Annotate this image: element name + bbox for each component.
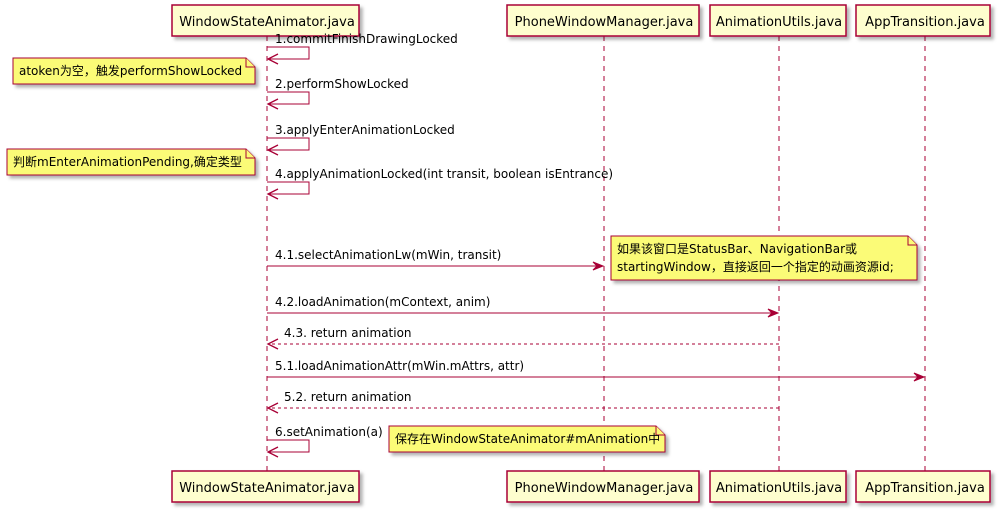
note-text: atoken为空，触发performShowLocked	[19, 63, 242, 78]
participant-label: WindowStateAnimator.java	[179, 481, 355, 496]
arrow-head	[266, 144, 279, 156]
participant-box	[506, 4, 700, 37]
note-box	[388, 425, 666, 453]
arrow-head	[266, 446, 279, 458]
participant-label: AnimationUtils.java	[716, 481, 842, 496]
message-label: 4.applyAnimationLocked(int transit, bool…	[275, 167, 613, 181]
arrow-head	[913, 372, 926, 382]
arrow-head	[266, 98, 279, 110]
arrow-head	[266, 402, 279, 414]
note-fold	[245, 149, 255, 159]
message-line	[267, 439, 310, 453]
note-box	[12, 57, 256, 85]
message-label: 6.setAnimation(a)	[275, 425, 383, 439]
note-text: 判断mEnterAnimationPending,确定类型	[13, 154, 242, 169]
arrow-head	[266, 338, 279, 350]
message-line	[267, 181, 310, 195]
note-fold	[907, 236, 917, 246]
participant-label: AnimationUtils.java	[716, 15, 842, 30]
participant-label: PhoneWindowManager.java	[515, 481, 694, 496]
arrow-head	[266, 53, 279, 65]
note-text: startingWindow，直接返回一个指定的动画资源id;	[617, 259, 894, 274]
message-label: 5.1.loadAnimationAttr(mWin.mAttrs, attr)	[275, 359, 524, 373]
arrow-head	[266, 188, 279, 200]
note-text: 保存在WindowStateAnimator#mAnimation中	[395, 431, 660, 446]
participant-label: AppTransition.java	[865, 15, 985, 30]
participant-box	[709, 4, 847, 37]
message-line	[267, 91, 310, 105]
note-box	[610, 235, 918, 281]
note-text: 如果该窗口是StatusBar、NavigationBar或	[617, 241, 857, 256]
participant-label: WindowStateAnimator.java	[179, 15, 355, 30]
participant-label: AppTransition.java	[865, 481, 985, 496]
arrow-head	[767, 308, 780, 318]
message-label: 4.2.loadAnimation(mContext, anim)	[275, 295, 490, 309]
message-label: 2.performShowLocked	[275, 77, 409, 91]
note-fold	[245, 58, 255, 68]
participant-box	[506, 470, 700, 503]
participant-box	[855, 470, 991, 503]
message-label: 1.commitFinishDrawingLocked	[275, 32, 458, 46]
message-label: 4.3. return animation	[284, 326, 412, 340]
message-label: 5.2. return animation	[284, 390, 412, 404]
message-line	[267, 137, 310, 151]
note-box	[6, 148, 256, 176]
arrow-head	[592, 261, 605, 271]
participant-box	[171, 4, 360, 37]
note-fold	[655, 426, 665, 436]
participant-label: PhoneWindowManager.java	[515, 15, 694, 30]
participant-box	[171, 470, 360, 503]
participant-box	[709, 470, 847, 503]
message-label: 4.1.selectAnimationLw(mWin, transit)	[275, 248, 501, 262]
participant-box	[855, 4, 991, 37]
message-label: 3.applyEnterAnimationLocked	[275, 123, 455, 137]
message-line	[267, 46, 310, 60]
